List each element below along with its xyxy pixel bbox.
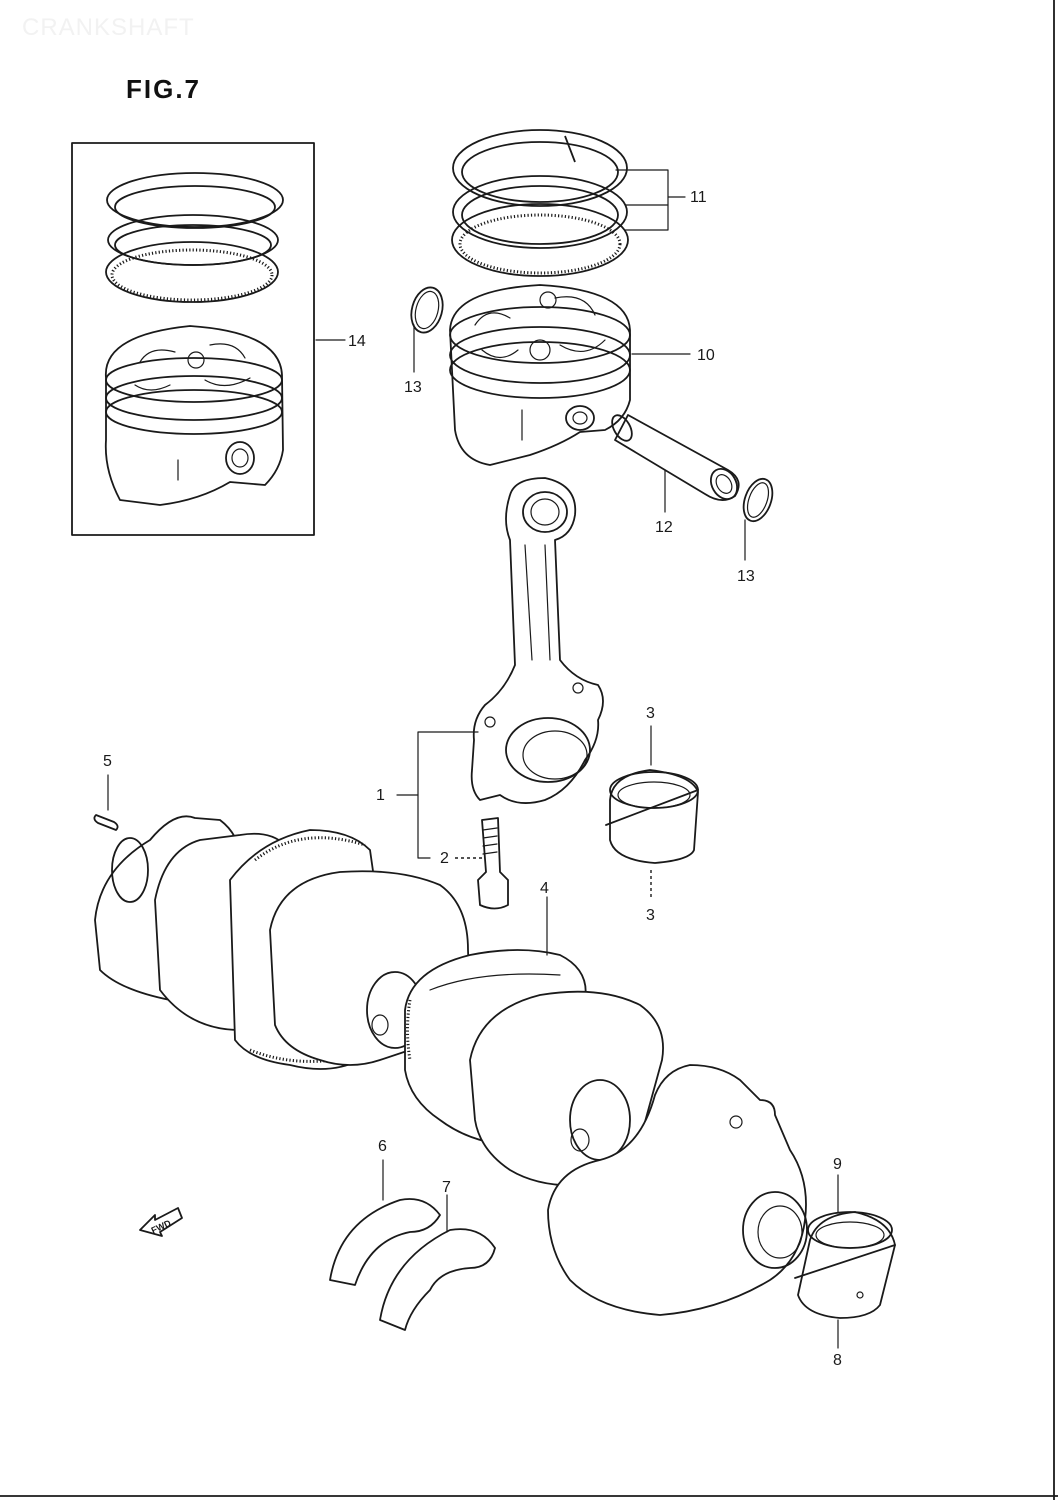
ring-top — [452, 129, 628, 207]
crank-right-journal — [742, 1191, 808, 1269]
crankshaft-main-bearing[interactable] — [794, 1174, 896, 1349]
callout-10: 10 — [697, 347, 715, 364]
rod-small-end — [522, 491, 568, 533]
callout-bracket-1-2 — [417, 731, 479, 859]
callout-3-top: 3 — [646, 705, 655, 722]
callout-14: 14 — [348, 333, 366, 350]
circlip-right[interactable] — [738, 475, 777, 525]
thrust-bearing-7[interactable] — [379, 1194, 496, 1331]
callout-13-left: 13 — [404, 379, 422, 396]
piston-rings[interactable] — [451, 129, 686, 277]
crank-right-web — [547, 1064, 807, 1316]
kit-ring-oil — [105, 241, 279, 303]
kit-piston-pin-boss — [225, 441, 255, 475]
callout-6: 6 — [378, 1138, 387, 1155]
callout-2: 2 — [440, 850, 449, 867]
rod-big-end — [505, 717, 591, 783]
ring-bracket — [615, 169, 669, 231]
thrust-bearing-6[interactable] — [329, 1159, 441, 1286]
figure-title: FIG.7 — [126, 74, 202, 104]
callout-13-right: 13 — [737, 568, 755, 585]
callout-12: 12 — [655, 519, 673, 536]
piston-pin[interactable] — [608, 412, 742, 504]
ring-oil — [451, 203, 629, 277]
piston-kit-assembly[interactable] — [71, 142, 315, 536]
callout-8: 8 — [833, 1352, 842, 1369]
crankshaft[interactable] — [94, 815, 808, 1316]
circlip-left[interactable] — [407, 284, 448, 336]
page-header-label: CRANKSHAFT — [22, 14, 195, 41]
piston[interactable] — [449, 284, 631, 466]
ring-second — [452, 175, 628, 249]
callout-9: 9 — [833, 1156, 842, 1173]
callout-5: 5 — [103, 753, 112, 770]
callout-1: 1 — [376, 787, 385, 804]
piston-pin-boss — [565, 405, 595, 431]
dowel-pin[interactable] — [93, 774, 119, 831]
piston-kit-frame — [71, 142, 315, 536]
kit-piston-body — [104, 325, 284, 506]
connecting-rod[interactable] — [470, 477, 604, 804]
rod-bolt[interactable] — [477, 817, 509, 910]
callout-3-bottom: 3 — [646, 907, 655, 924]
kit-ring-top — [106, 172, 284, 228]
crank-counterweight-right — [469, 990, 664, 1187]
callout-4: 4 — [540, 880, 549, 897]
conrod-bearing[interactable] — [605, 725, 699, 900]
callout-11: 11 — [690, 189, 707, 206]
callout-7: 7 — [442, 1179, 451, 1196]
forward-direction-arrow: FWD — [139, 1207, 183, 1237]
